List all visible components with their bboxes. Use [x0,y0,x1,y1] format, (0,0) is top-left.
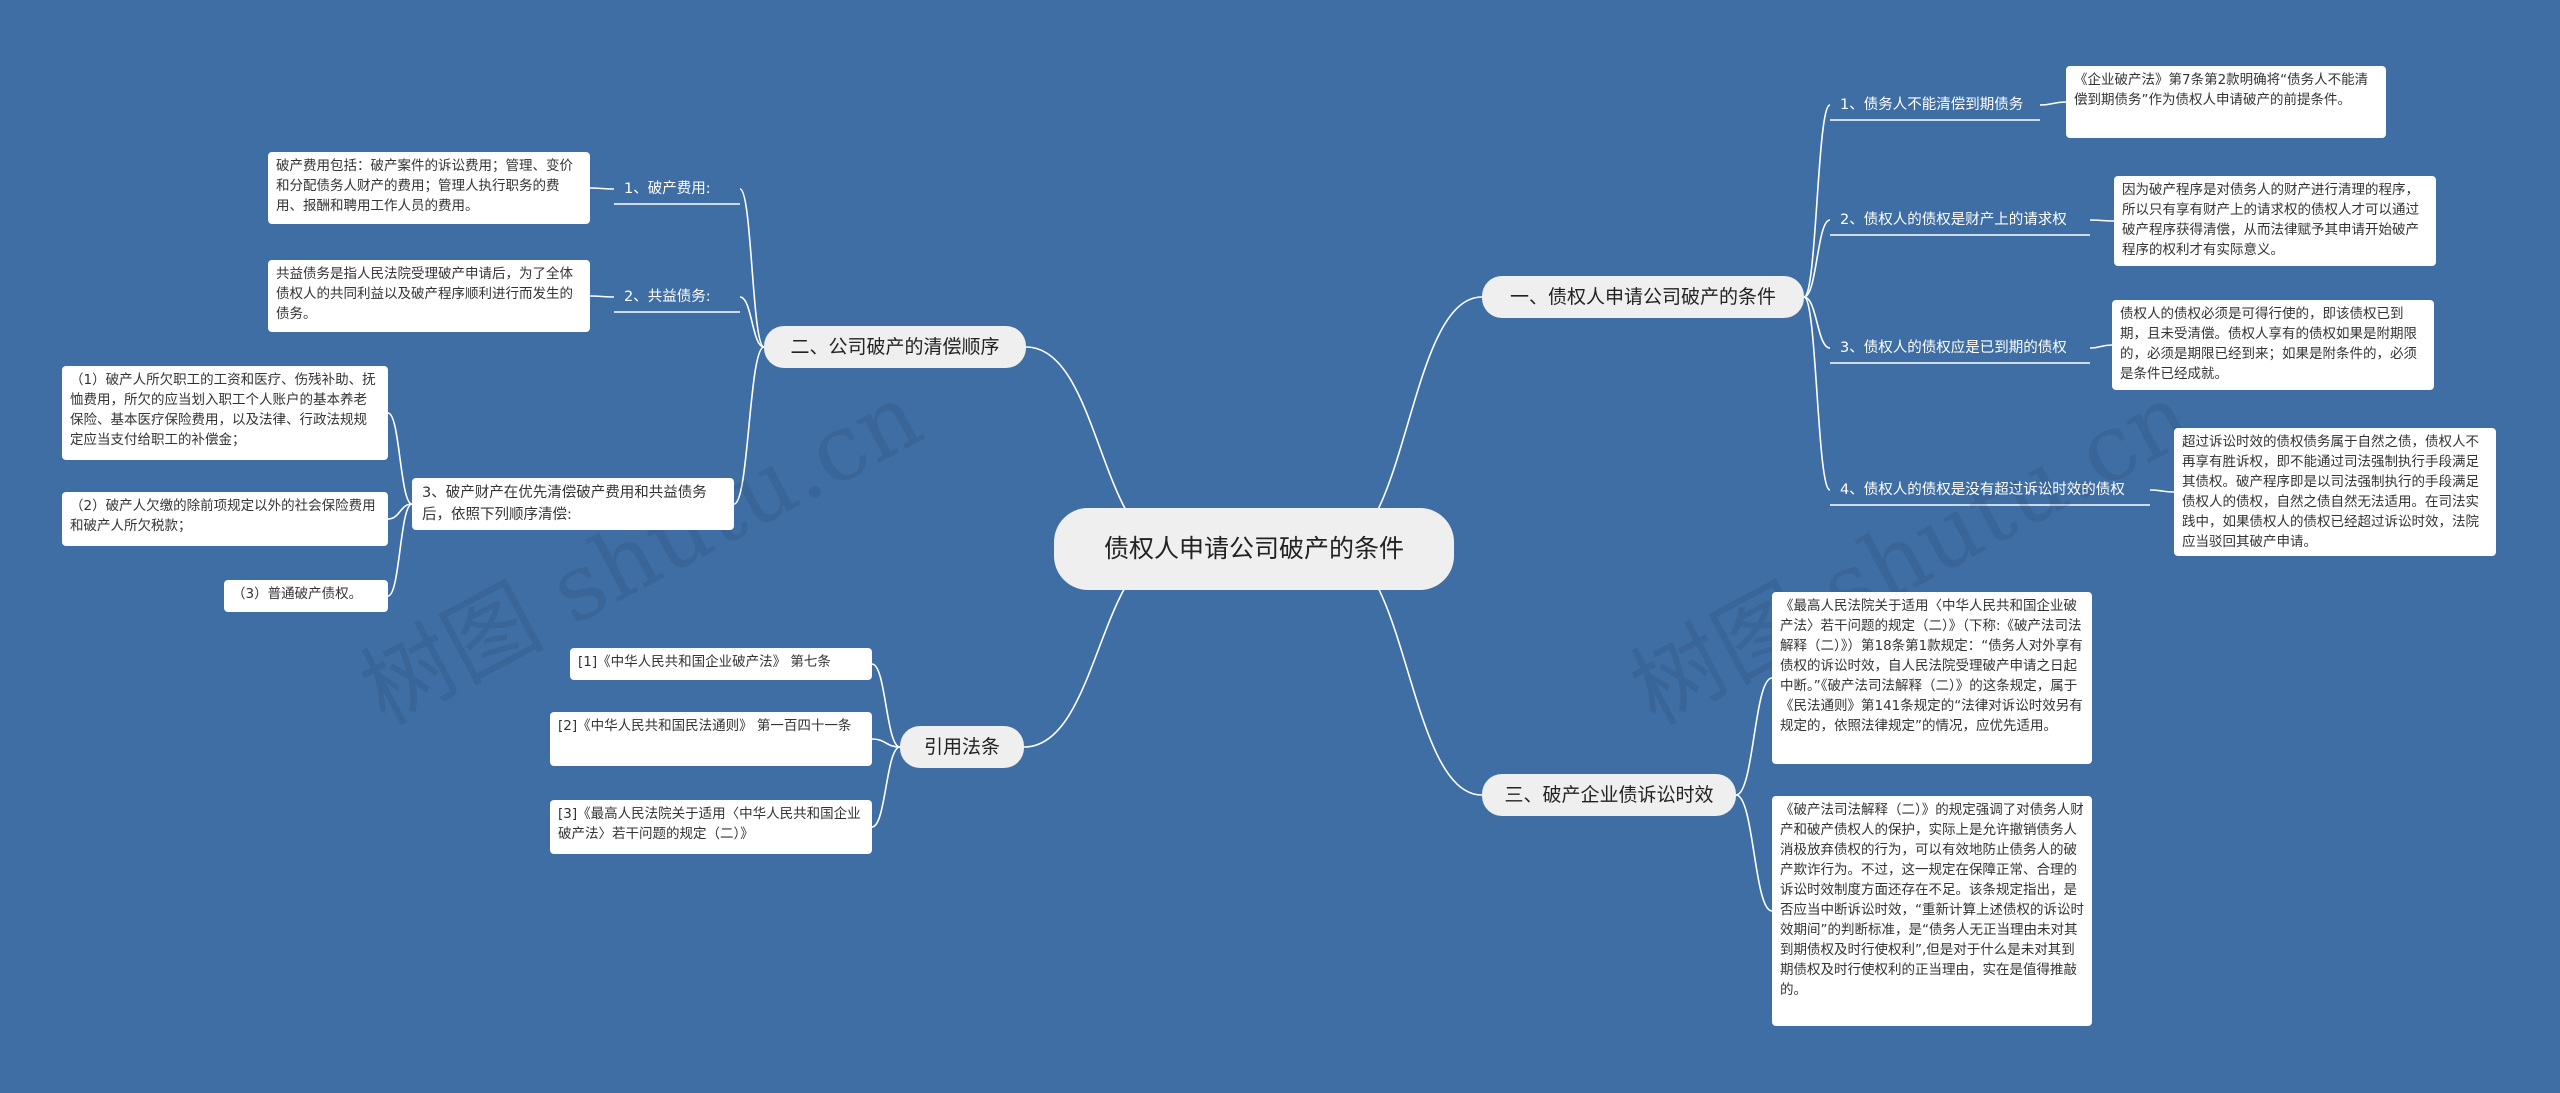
cited-law-1[interactable]: [1]《中华人民共和国企业破产法》 第七条 [570,648,872,680]
condition-3-label[interactable]: 3、债权人的债权应是已到期的债权 [1840,340,2067,356]
order-3-item-1[interactable]: （1）破产人所欠职工的工资和医疗、伤残补助、抚恤费用，所欠的应当划入职工个人账户… [62,366,388,460]
link-n-b4-3 [871,746,901,828]
link-n-b1-4 [1803,296,1831,491]
link-n-b4-1 [871,663,901,748]
order-1-label[interactable]: 1、破产费用: [624,181,711,197]
order-2-detail[interactable]: 共益债务是指人民法院受理破产申请后，为了全体债权人的共同利益以及破产程序顺利进行… [268,260,590,332]
link-n-b1-2d [2089,219,2115,222]
link-n-b1-3d [2089,344,2113,349]
cited-law-3[interactable]: [3]《最高人民法院关于适用〈中华人民共和国企业破产法〉若干问题的规定（二）》 [550,800,872,854]
condition-3-detail[interactable]: 债权人的债权必须是可得行使的，即该债权已到期，且未受清偿。债权人享有的债权如果是… [2112,300,2434,390]
condition-2-detail[interactable]: 因为破产程序是对债务人的财产进行清理的程序，所以只有享有财产上的请求权的债权人才… [2114,176,2436,266]
link-n-b2-3c [387,503,413,597]
order-3-item-3[interactable]: （3）普通破产债权。 [224,580,388,612]
link-n-b3-1 [1735,677,1773,796]
central-topic[interactable]: 债权人申请公司破产的条件 [1054,508,1454,590]
branch-creditor-conditions[interactable]: 一、债权人申请公司破产的条件 [1482,276,1804,318]
link-n-b2-1 [739,188,765,348]
link-n-b2-1d [589,187,615,190]
link-n-b2-3a [387,412,413,505]
order-3-label[interactable]: 3、破产财产在优先清偿破产费用和共益债务后，依照下列顺序清偿: [412,478,734,530]
condition-2-label[interactable]: 2、债权人的债权是财产上的请求权 [1840,212,2067,228]
order-1-detail[interactable]: 破产费用包括：破产案件的诉讼费用；管理、变价和分配债务人财产的费用；管理人执行职… [268,152,590,224]
branch-repayment-order[interactable]: 二、公司破产的清偿顺序 [764,326,1026,368]
condition-1-detail[interactable]: 《企业破产法》第7条第2款明确将“债务人不能清偿到期债务”作为债权人申请破产的前… [2066,66,2386,138]
link-n-b1-3 [1803,296,1831,349]
condition-4-detail[interactable]: 超过诉讼时效的债权债务属于自然之债，债权人不再享有胜诉权，即不能通过司法强制执行… [2174,428,2496,556]
link-n-b2-2 [739,296,765,348]
link-n-b3-2 [1735,794,1773,912]
link-n-b1-2 [1803,219,1831,298]
branch-cited-laws[interactable]: 引用法条 [900,726,1024,768]
condition-4-label[interactable]: 4、债权人的债权是没有超过诉讼时效的债权 [1840,482,2125,498]
condition-1-label[interactable]: 1、债务人不能清偿到期债务 [1840,97,2024,113]
link-n-b1-4d [2149,489,2175,493]
order-3-item-2[interactable]: （2）破产人欠缴的除前项规定以外的社会保险费用和破产人所欠税款； [62,492,388,546]
cited-law-2[interactable]: [2]《中华人民共和国民法通则》 第一百四十一条 [550,712,872,766]
branch-limitation-period[interactable]: 三、破产企业债诉讼时效 [1482,774,1736,816]
link-n-b4-2 [871,738,901,748]
link-n-b2-3 [733,346,765,505]
limitation-detail-2[interactable]: 《破产法司法解释（二）》的规定强调了对债务人财产和破产债权人的保护，实际上是允许… [1772,796,2092,1026]
limitation-detail-1[interactable]: 《最高人民法院关于适用〈中华人民共和国企业破产法〉若干问题的规定（二）》（下称:… [1772,592,2092,764]
link-n-b1-1 [1803,104,1831,298]
link-n-b1-1d [2039,101,2067,106]
order-2-label[interactable]: 2、共益债务: [624,289,711,305]
link-n-b2-2d [589,295,615,298]
link-n-b2-3b [387,503,413,520]
